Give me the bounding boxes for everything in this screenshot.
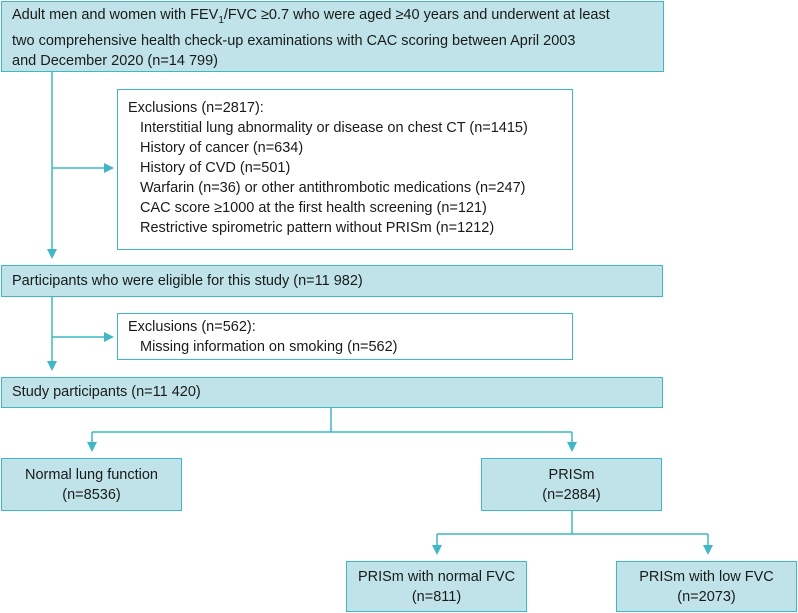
exclusion1-item: History of cancer (n=634) (140, 140, 304, 156)
exclusion1-item: Interstitial lung abnormality or disease… (140, 120, 528, 136)
exclusion-box-1: Exclusions (n=2817): Interstitial lung a… (117, 89, 573, 250)
eligible-participants-box: Participants who were eligible for this … (1, 265, 663, 297)
normal-lung-function-box: Normal lung function (n=8536) (1, 458, 182, 511)
initial-line-1: Adult men and women with FEV1/FVC ≥0.7 w… (12, 7, 610, 26)
prism-low-fvc-box: PRISm with low FVC (n=2073) (616, 561, 797, 612)
exclusion1-item: CAC score ≥1000 at the first health scre… (140, 200, 487, 216)
prism-normal-fvc-label: PRISm with normal FVC (357, 568, 516, 585)
initial-line-3: and December 2020 (n=14 799) (12, 52, 218, 69)
exclusion1-title: Exclusions (n=2817): (128, 100, 264, 116)
exclusion-box-2: Exclusions (n=562): Missing information … (117, 313, 573, 360)
exclusion1-item: Warfarin (n=36) or other antithrombotic … (140, 180, 526, 196)
exclusion1-item: Restrictive spirometric pattern without … (140, 220, 495, 236)
exclusion1-item: History of CVD (n=501) (140, 160, 291, 176)
initial-population-box: Adult men and women with FEV1/FVC ≥0.7 w… (1, 1, 664, 72)
eligible-text: Participants who were eligible for this … (12, 273, 363, 289)
exclusion2-title: Exclusions (n=562): (128, 319, 256, 335)
prism-low-fvc-label: PRISm with low FVC (639, 568, 774, 585)
prism-low-fvc-count: (n=2073) (677, 588, 736, 605)
prism-count: (n=2884) (542, 486, 601, 503)
prism-box: PRISm (n=2884) (481, 458, 662, 511)
prism-label: PRISm (548, 466, 595, 483)
initial-line-2: two comprehensive health check-up examin… (12, 32, 576, 49)
prism-normal-fvc-count: (n=811) (411, 588, 462, 605)
normal-count: (n=8536) (62, 486, 121, 503)
exclusion2-item: Missing information on smoking (n=562) (140, 339, 398, 355)
study-text: Study participants (n=11 420) (12, 384, 201, 400)
normal-label: Normal lung function (25, 466, 158, 483)
prism-normal-fvc-box: PRISm with normal FVC (n=811) (346, 561, 527, 612)
study-participants-box: Study participants (n=11 420) (1, 377, 663, 408)
